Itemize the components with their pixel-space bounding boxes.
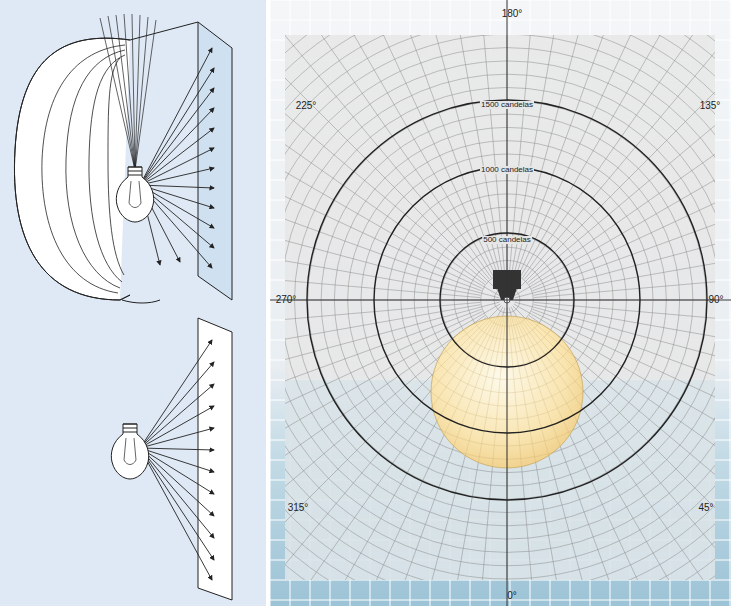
grid-circle <box>285 35 715 580</box>
grid-circle <box>285 35 715 566</box>
polar-grid <box>285 35 715 580</box>
globe-grid-radial <box>343 300 507 415</box>
light-distribution-sketch <box>14 14 232 303</box>
candela-label: 1000 candelas <box>480 166 534 174</box>
grid-circle <box>285 35 715 580</box>
grid-radial <box>524 35 715 279</box>
angle-label: 315° <box>288 503 309 513</box>
globe-grid-radial <box>507 300 559 493</box>
grid-circle <box>285 35 715 580</box>
grid-radial <box>285 156 482 290</box>
grid-radial <box>363 35 497 275</box>
grid-circle <box>285 35 715 580</box>
globe-grid-radial <box>455 300 507 493</box>
grid-circle <box>285 61 715 539</box>
globe-grid-radial <box>472 300 507 497</box>
angle-label: 135° <box>700 101 721 111</box>
candela-label: 1500 candelas <box>480 101 534 109</box>
grid-radial <box>509 35 616 292</box>
light-bulb <box>111 424 148 479</box>
globe-grid-radial <box>507 300 671 415</box>
globe-grid-radial <box>507 300 648 441</box>
chart-panel <box>270 0 731 606</box>
light-rays-sketch <box>140 318 232 600</box>
grid-circle <box>285 35 715 580</box>
grid-radial <box>285 227 480 295</box>
grid-radial <box>534 302 715 336</box>
grid-radial <box>285 191 499 298</box>
globe-grid-radial <box>507 300 607 473</box>
angle-label: 270° <box>276 295 297 305</box>
plot-area <box>285 35 715 580</box>
grid-circle <box>285 35 715 580</box>
frame-grid-line <box>270 600 731 601</box>
angle-label: 225° <box>296 101 317 111</box>
grid-radial <box>532 156 715 290</box>
light-bulb <box>116 167 153 222</box>
frame-grid <box>270 0 731 606</box>
grid-radial <box>528 35 715 283</box>
left-panel <box>0 0 266 606</box>
grid-circle <box>285 35 715 580</box>
candela-label: 500 candelas <box>482 236 532 244</box>
grid-radial <box>511 35 715 293</box>
frame-grid-line <box>270 0 271 606</box>
globe-grid-radial <box>334 300 507 400</box>
grid-circle <box>285 35 715 580</box>
grid-radial <box>516 35 650 275</box>
grid-radial <box>285 90 500 296</box>
grid-radial <box>285 263 480 297</box>
grid-radial <box>518 35 684 276</box>
globe-grid-radial <box>507 300 680 400</box>
angle-label: 45° <box>698 503 713 513</box>
frame-grid-line <box>730 0 731 606</box>
grid-radial <box>285 123 483 289</box>
angle-label: 180° <box>502 9 523 19</box>
horizontal-axis <box>270 300 731 301</box>
grid-radial <box>297 35 503 293</box>
grid-circle <box>285 48 715 553</box>
vertical-axis <box>507 0 508 606</box>
grid-radial <box>285 35 501 294</box>
globe-grid-radial <box>392 300 507 464</box>
grid-radial <box>523 35 716 278</box>
globe-grid-radial <box>407 300 507 473</box>
globe-grid-radial <box>490 300 507 499</box>
angle-label: 90° <box>708 295 723 305</box>
grid-radial <box>285 59 485 284</box>
grid-circle <box>285 35 715 580</box>
globe-grid-radial <box>507 300 592 481</box>
globe-grid-radial <box>439 300 507 488</box>
grid-radial <box>285 302 480 336</box>
frame-grid-line <box>270 20 731 21</box>
frame-grid-line <box>270 300 731 301</box>
globe-grid-radial <box>507 300 575 488</box>
grid-circle <box>285 35 715 580</box>
globe-grid-radial <box>507 300 524 499</box>
grid-radial <box>330 35 496 276</box>
frame-grid-line <box>270 0 731 1</box>
grid-radial <box>529 59 715 284</box>
grid-radial <box>514 90 715 296</box>
candela-rings <box>307 100 707 500</box>
globe-grid-radial <box>507 300 622 464</box>
angle-label: 0° <box>507 591 517 601</box>
globe-grid-radial <box>423 300 508 481</box>
